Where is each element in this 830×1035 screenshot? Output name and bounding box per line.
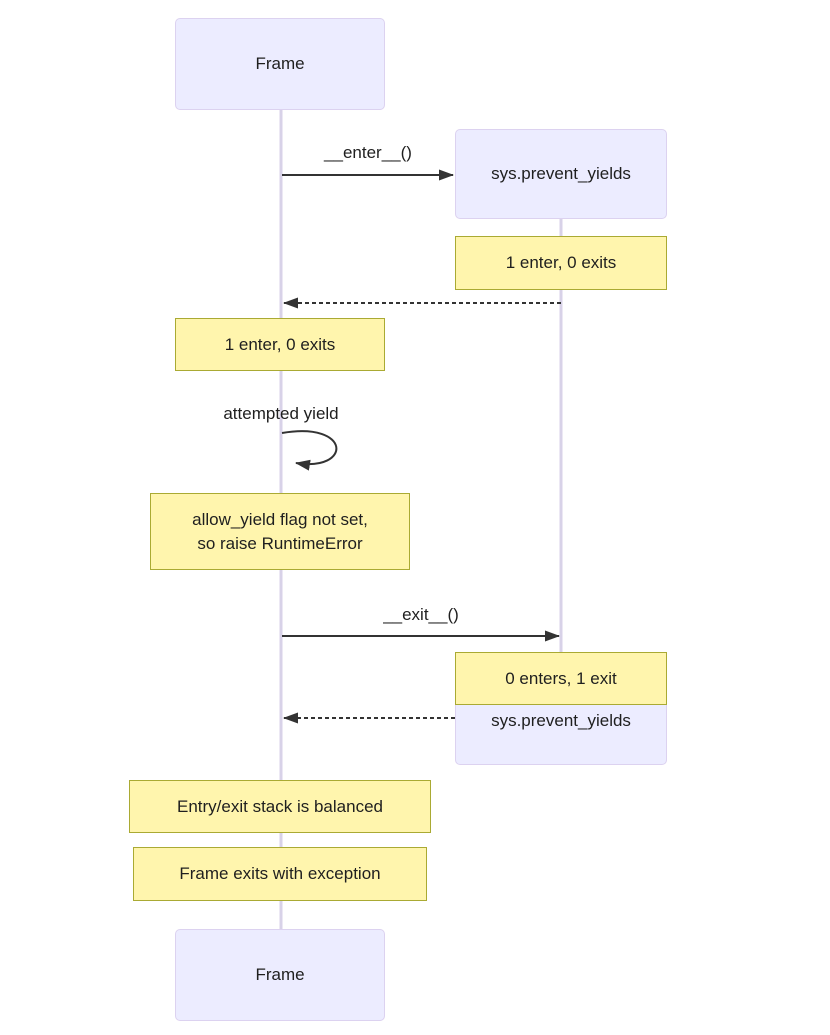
actor-frame-bottom: Frame [175,929,385,1021]
actor-frame-bottom-label: Frame [255,965,305,984]
actor-sys-prevent-yields-top-label: sys.prevent_yields [491,164,631,183]
actor-frame-top: Frame [175,18,385,110]
enter-call-label: __enter__() [324,143,412,162]
note-enter-left: 1 enter, 0 exits [175,318,385,371]
note-frame-exception: Frame exits with exception [133,847,427,901]
actor-frame-top-label: Frame [255,54,305,73]
note-stack-balanced: Entry/exit stack is balanced [129,780,431,833]
actor-sys-prevent-yields-bottom-label: sys.prevent_yields [491,711,631,730]
note-enter-right: 1 enter, 0 exits [455,236,667,290]
attempted-yield-label: attempted yield [223,404,339,423]
exit-call-label: __exit__() [383,605,459,624]
note-allow-yield: allow_yield flag not set, so raise Runti… [150,493,410,570]
actor-sys-prevent-yields-top: sys.prevent_yields [455,129,667,219]
self-loop-arrow [281,430,338,471]
note-exit-right: 0 enters, 1 exit [455,652,667,705]
